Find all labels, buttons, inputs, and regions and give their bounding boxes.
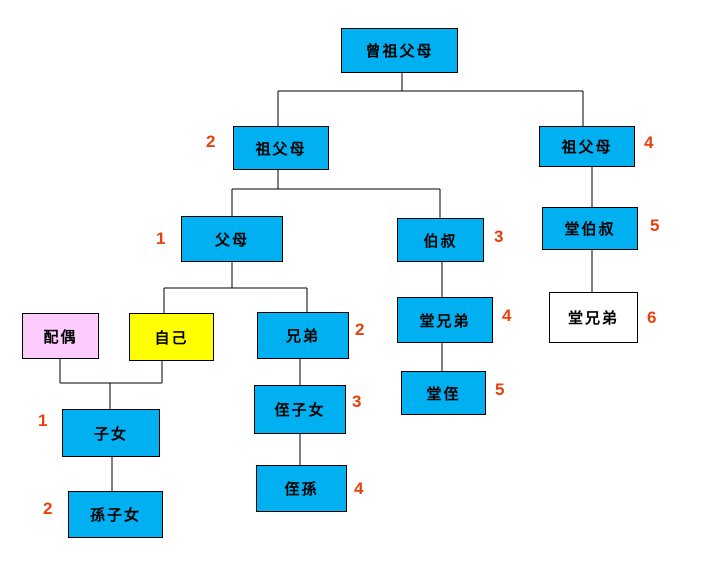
- node-grandparents-right: 祖父母: [539, 126, 635, 167]
- node-grandchildren: 孫子女: [68, 491, 163, 538]
- node-spouse: 配偶: [22, 313, 99, 359]
- node-self: 自己: [129, 313, 214, 361]
- degree-number: 6: [647, 308, 657, 327]
- node-cousin-nephew: 堂侄: [401, 371, 486, 415]
- node-grandnephews: 侄孫: [256, 465, 347, 512]
- node-uncles: 伯叔: [397, 218, 484, 262]
- node-parents: 父母: [181, 216, 283, 262]
- node-siblings: 兄弟: [257, 312, 349, 359]
- degree-number: 1: [38, 411, 48, 430]
- node-children: 子女: [62, 409, 160, 457]
- degree-number: 2: [206, 132, 216, 151]
- degree-number: 4: [502, 306, 512, 325]
- node-great-grandparents: 曾祖父母: [341, 28, 458, 73]
- degree-number: 4: [354, 479, 364, 498]
- degree-number: 2: [355, 320, 365, 339]
- degree-number: 2: [43, 499, 53, 518]
- degree-number: 3: [352, 392, 362, 411]
- degree-number: 4: [644, 133, 654, 152]
- node-nephews: 侄子女: [254, 385, 346, 434]
- node-second-cousins: 堂兄弟: [549, 292, 638, 343]
- degree-number: 5: [650, 216, 660, 235]
- node-cousins: 堂兄弟: [397, 297, 493, 343]
- degree-number: 1: [156, 229, 166, 248]
- degree-number: 5: [495, 380, 505, 399]
- degree-number: 3: [494, 227, 504, 246]
- node-paternal-uncles: 堂伯叔: [542, 207, 638, 250]
- node-grandparents: 祖父母: [233, 126, 329, 170]
